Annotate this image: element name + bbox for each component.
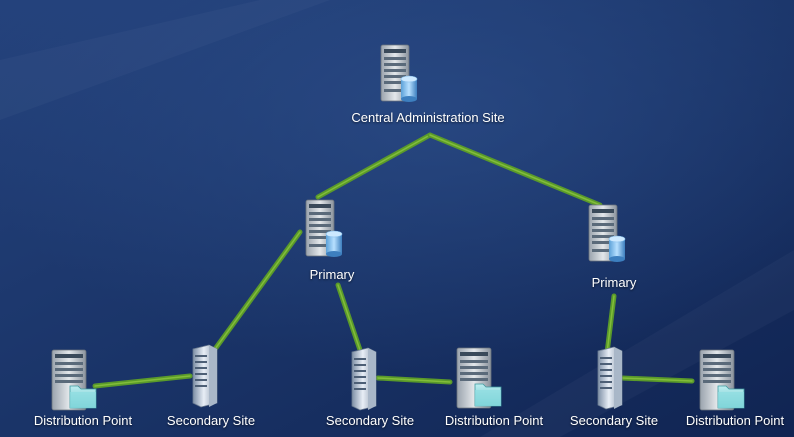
tower-server-icon <box>597 346 623 410</box>
connector-secondary-3-dp-3 <box>619 375 695 384</box>
node-label: Distribution Point <box>33 413 133 428</box>
server-db-icon <box>305 199 343 257</box>
node-label: Secondary Site <box>569 413 659 428</box>
node-label: Central Administration Site <box>351 110 505 125</box>
node-label: Distribution Point <box>685 413 785 428</box>
server-folder-icon <box>699 349 745 411</box>
connector-primary-left-secondary-1 <box>207 229 303 359</box>
connector-primary-right-secondary-3 <box>604 293 617 356</box>
node-label: Secondary Site <box>325 413 415 428</box>
connector-secondary-1-dp-1 <box>92 373 193 389</box>
connector-cas-primary-right <box>427 132 603 208</box>
tower-server-icon <box>192 344 218 408</box>
node-label: Distribution Point <box>444 413 544 428</box>
tower-server-icon <box>351 347 377 411</box>
connector-cas-primary-left <box>315 132 433 200</box>
node-label: Primary <box>591 275 637 290</box>
connector-primary-left-secondary-2 <box>335 282 363 353</box>
node-label: Primary <box>309 267 355 282</box>
server-db-icon <box>380 44 418 102</box>
server-db-icon <box>588 204 626 262</box>
connector-secondary-2-dp-2 <box>375 375 453 385</box>
server-folder-icon <box>51 349 97 411</box>
node-label: Secondary Site <box>166 413 256 428</box>
server-folder-icon <box>456 347 502 409</box>
